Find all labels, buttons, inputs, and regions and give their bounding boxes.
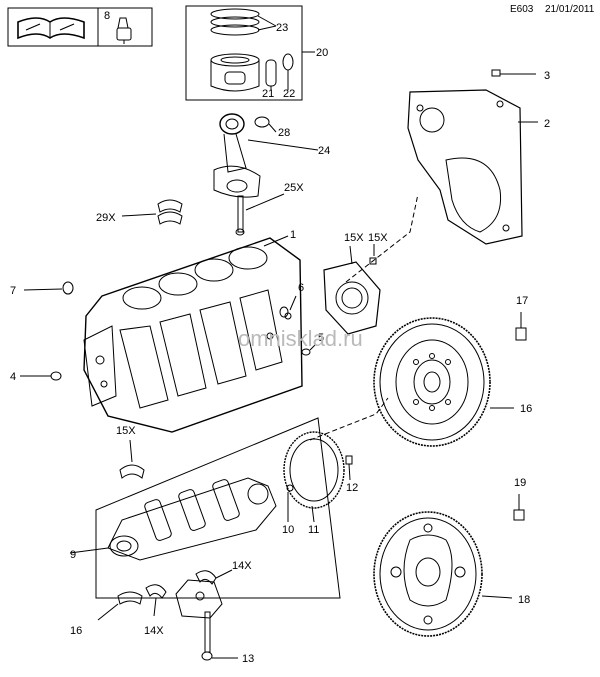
callout-12: 12 [346,482,358,494]
dual-mass-flywheel: 17 16 [309,295,532,447]
callout-29X: 29X [96,212,116,224]
callout-20: 18 [518,594,530,606]
callout-17: 15X [368,232,388,244]
callout-3: 3 [544,70,550,82]
callout-14X-top: 14X [232,560,252,572]
callout-27: 25X [284,182,304,194]
crankshaft-assembly: 9 10 11 12 [69,417,358,599]
callout-8: 8 [104,10,110,22]
callout-21: 19 [514,477,526,489]
piston-assembly-box: 23 20 21 22 [185,5,328,101]
callout-2: 2 [544,118,550,130]
watermark: omnisklad.ru [238,326,363,351]
diagram-date: 21/01/2011 [545,4,595,15]
callout-28: 28 [278,127,290,139]
callout-9: 9 [70,549,76,561]
callout-22: 20 [316,47,328,59]
bearings-and-main-cap: 15X 16 14X 14X 13 [70,425,254,665]
callout-1: 1 [290,229,296,241]
rear-engine-plate: 3 2 [345,69,550,283]
diagram-code: E603 [510,4,534,15]
callout-26X: 24 [318,145,330,157]
callout-24: 22 [283,88,295,100]
callout-4: 4 [10,371,16,383]
callout-5: 5 [318,332,324,344]
callout-7: 7 [10,285,16,297]
callout-19: 17 [516,295,528,307]
callout-25X: 23 [276,22,288,34]
callout-11: 11 [308,524,319,536]
callout-18: 16 [520,403,532,415]
callout-14X-bottom: 14X [144,625,164,637]
callout-23: 21 [262,88,274,100]
manual-book-icon [17,17,85,40]
flex-plate: 19 18 [373,477,530,637]
screwdriver-icon [116,17,132,44]
icon-box-group: 8 [7,7,153,47]
engine-block: 1 7 4 6 5 [10,229,324,433]
callout-15X-bottom: 16 [70,625,82,637]
callout-10: 10 [282,524,294,536]
rear-oil-seal: 15X 15X [323,232,388,335]
callout-6: 6 [298,282,304,294]
connecting-rod: 28 24 25X 29X [96,113,330,236]
callout-15X-top: 15X [116,425,136,437]
callout-16: 15X [344,232,364,244]
callout-13: 13 [242,653,254,665]
